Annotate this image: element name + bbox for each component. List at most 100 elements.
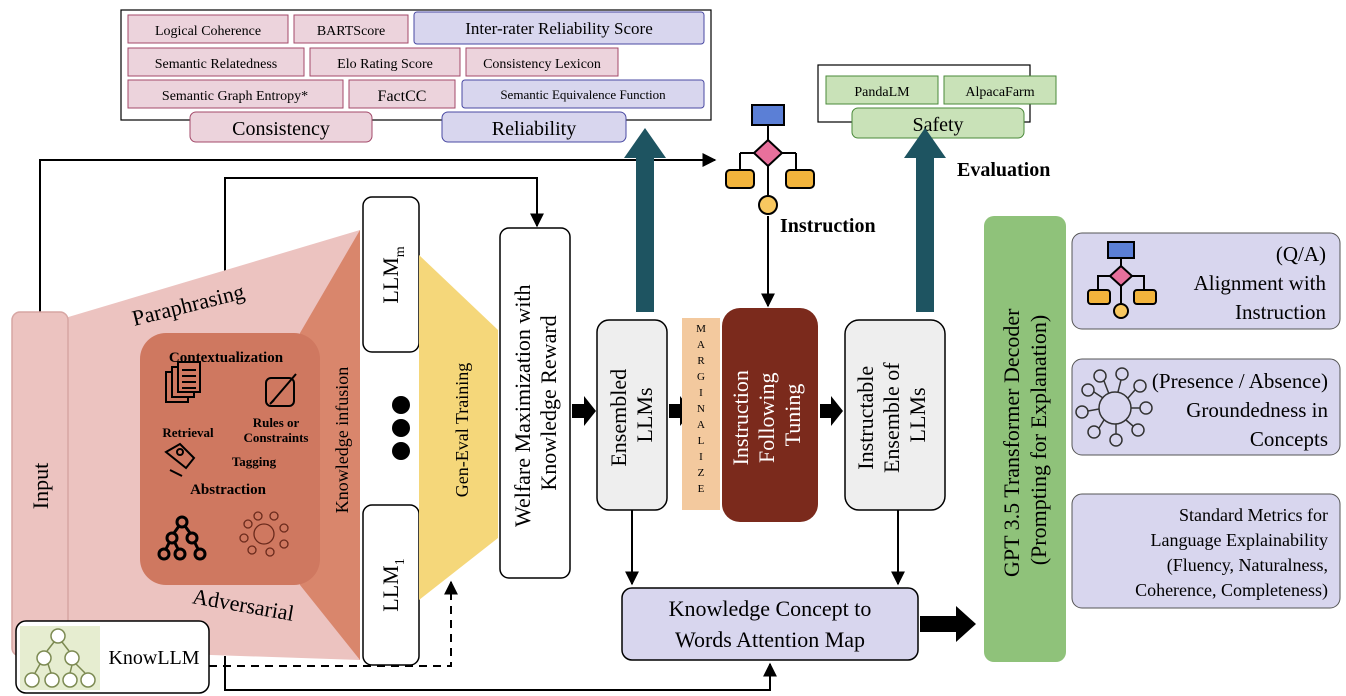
metric-inter-rater [413, 11, 705, 45]
safety-label: Safety [912, 114, 963, 136]
metric-factcc-label: FactCC [378, 88, 427, 105]
tagging-label: Tagging [232, 454, 277, 469]
metric-alpacafarm-label: AlpacaFarm [965, 85, 1034, 100]
tag-icon [164, 442, 196, 477]
alignment-line-3: Instruction [1235, 300, 1326, 324]
metric-semantic-relatedness [127, 47, 305, 77]
metric-bartscore-label: BARTScore [317, 24, 385, 39]
metric-semantic-equivalence-label: Semantic Equivalence Function [500, 87, 666, 102]
consistency-label: Consistency [232, 118, 330, 140]
standard-metrics-line-2: Language Explainability [1151, 530, 1328, 550]
consistency-label-box [189, 111, 373, 143]
metric-inter-rater-label: Inter-rater Reliability Score [465, 19, 653, 38]
evaluation-arrow-right [904, 128, 946, 312]
groundedness-line-1: (Presence / Absence) [1152, 369, 1328, 393]
metric-factcc [348, 79, 456, 109]
attention-to-gpt-arrow [920, 606, 976, 642]
knowllm-to-gen-eval-line [209, 580, 458, 667]
metric-pandalm [825, 75, 939, 105]
top-feedback-line [224, 177, 544, 310]
input-to-instruction-line [39, 153, 717, 312]
llm-m-label: LLMm [378, 246, 408, 303]
metric-semantic-relatedness-label: Semantic Relatedness [155, 57, 277, 72]
marginalize-letter: R [697, 355, 705, 367]
tree-icon [24, 628, 96, 688]
ensembled-llms-label: Ensembled LLMs [606, 363, 657, 466]
marginalize-letter: A [697, 339, 705, 351]
graph-network-icon [1075, 367, 1153, 447]
marginalize-letter: L [698, 435, 705, 447]
metric-consistency-lexicon-label: Consistency Lexicon [483, 57, 601, 72]
marginalize-box [682, 318, 720, 510]
gen-eval-shape [419, 255, 498, 600]
metric-bartscore [293, 14, 409, 44]
metric-consistency-lexicon [465, 47, 619, 77]
attention-map-label-2: Words Attention Map [675, 627, 865, 652]
metric-elo-label: Elo Rating Score [337, 57, 433, 72]
ellipsis-dot [392, 442, 410, 460]
welfare-label: Welfare Maximization with Knowledge Rewa… [510, 279, 561, 527]
standard-metrics-line-4: Coherence, Completeness) [1135, 580, 1328, 601]
alignment-line-2: Alignment with [1194, 271, 1327, 295]
tuning-label: Instruction Following Tuning [728, 365, 805, 466]
marginalize-letter: A [697, 419, 705, 431]
metric-elo [309, 47, 461, 77]
marginalize-letter: I [699, 387, 703, 399]
safety-label-box [851, 107, 1025, 139]
metric-pandalm-label: PandaLM [854, 85, 910, 100]
metric-semantic-equivalence [461, 79, 705, 109]
evaluation-label: Evaluation [957, 159, 1050, 181]
welfare-box [499, 227, 571, 579]
attention-map-box [621, 587, 919, 661]
rules-label: Rules or [253, 415, 300, 430]
tuning-to-instructable-arrow [820, 396, 843, 426]
output-card-standard-metrics [1071, 493, 1341, 609]
welfare-to-ensembled-arrow [572, 396, 596, 426]
marginalize-letter: Z [698, 467, 705, 479]
tuning-box [722, 308, 818, 522]
marginalize-letter: I [699, 451, 703, 463]
ensembled-to-marginalize-arrow [669, 396, 692, 426]
metric-alpacafarm [943, 75, 1057, 105]
ellipsis-dot [392, 419, 410, 437]
pencil-icon [265, 373, 297, 407]
standard-metrics-line-3: (Fluency, Naturalness, [1167, 555, 1328, 576]
metric-logical-coherence-label: Logical Coherence [155, 24, 261, 39]
gpt-box [984, 216, 1066, 662]
marginalize-letter: G [697, 371, 705, 383]
instruction-label: Instruction [780, 215, 876, 237]
instructable-ensemble-label: Instructable Ensemble of LLMs [853, 357, 930, 473]
metric-semantic-graph-entropy [127, 79, 344, 109]
marginalize-letter: N [697, 403, 705, 415]
documents-icon [165, 361, 201, 403]
knowledge-infusion-label: Knowledge infusion [332, 367, 352, 513]
marginalize-letter: E [698, 483, 705, 495]
instructable-ensemble-box [844, 319, 946, 511]
metric-logical-coherence [127, 14, 289, 44]
llm-1-label: LLM1 [378, 558, 408, 611]
gpt-label: GPT 3.5 Transformer Decoder (Prompting f… [999, 303, 1051, 577]
evaluation-arrow-left [624, 128, 666, 312]
reliability-label: Reliability [492, 118, 576, 140]
groundedness-line-2: Groundedness in [1186, 398, 1328, 422]
retrieval-label: Retrieval [162, 425, 214, 440]
marginalize-letter: M [696, 323, 706, 335]
alignment-line-1: (Q/A) [1276, 242, 1326, 266]
network-icon [239, 511, 289, 557]
groundedness-line-3: Concepts [1250, 427, 1328, 451]
ellipsis-dot [392, 396, 410, 414]
bottom-feedback-line [224, 656, 777, 691]
metrics-panel: Logical Coherence BARTScore Inter-rater … [120, 9, 712, 121]
flowchart-icon [725, 104, 815, 215]
flowchart-icon [1087, 241, 1157, 319]
attention-map-label-1: Knowledge Concept to [669, 596, 872, 621]
output-card-groundedness [1071, 358, 1341, 456]
gen-eval-label: Gen-Eval Training [452, 363, 472, 498]
reliability-label-box [441, 111, 627, 143]
standard-metrics-line-1: Standard Metrics for [1179, 505, 1328, 525]
input-label: Input [28, 463, 53, 509]
metric-semantic-graph-entropy-label: Semantic Graph Entropy* [162, 89, 308, 104]
constraints-label: Constraints [243, 430, 308, 445]
